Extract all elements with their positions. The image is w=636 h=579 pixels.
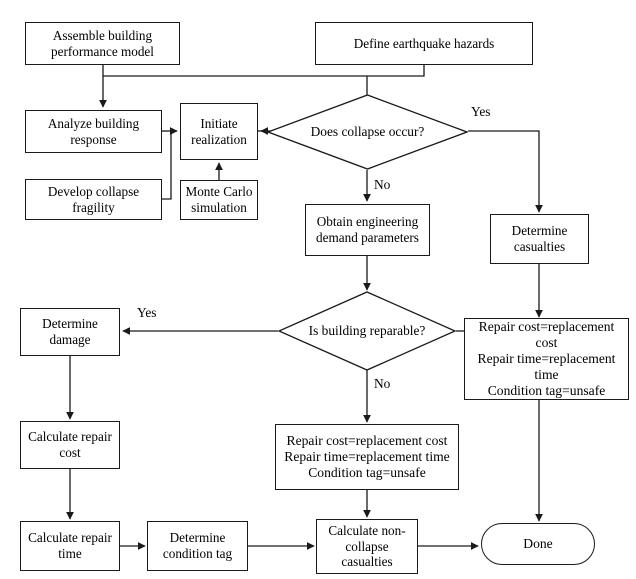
node-label: Assemble building performance model [51, 27, 154, 59]
node-calculate-noncollapse-casualties[interactable]: Calculate non- collapse casualties [316, 519, 418, 574]
node-label: Calculate repair cost [28, 429, 112, 460]
edge-label-collapse-yes: Yes [471, 104, 491, 119]
node-collapse-consequences[interactable]: Repair cost=replacement cost Repair time… [464, 318, 629, 400]
node-label: Calculate repair time [28, 530, 112, 561]
node-label: Monte Carlo simulation [185, 184, 253, 215]
edge-label-reparable-yes: Yes [137, 305, 157, 320]
node-obtain-engineering-demand-parameters[interactable]: Obtain engineering demand parameters [305, 204, 430, 256]
node-monte-carlo-simulation[interactable]: Monte Carlo simulation [180, 180, 258, 220]
node-done-terminal[interactable]: Done [481, 523, 595, 565]
node-label: Define earthquake hazards [353, 35, 495, 51]
node-label: Determine casualties [511, 223, 568, 254]
node-label: Initiate realization [191, 115, 247, 147]
node-label: Calculate non- collapse casualties [328, 523, 406, 570]
node-label: Done [523, 535, 553, 551]
node-label: Analyze building response [47, 115, 140, 147]
node-irreparable-consequences[interactable]: Repair cost=replacement cost Repair time… [275, 424, 459, 490]
node-is-building-reparable-decision[interactable]: Is building reparable? [278, 291, 456, 371]
node-develop-collapse-fragility[interactable]: Develop collapse fragility [25, 179, 162, 220]
node-determine-casualties[interactable]: Determine casualties [490, 214, 589, 264]
edge-label-reparable-no: No [374, 376, 391, 391]
edge-fragility-to-initiate [162, 131, 172, 200]
node-label: Obtain engineering demand parameters [316, 214, 419, 245]
node-initiate-realization[interactable]: Initiate realization [180, 103, 258, 160]
node-determine-condition-tag[interactable]: Determine condition tag [147, 521, 248, 571]
node-label: Determine damage [42, 316, 98, 347]
node-calculate-repair-cost[interactable]: Calculate repair cost [20, 421, 120, 469]
node-analyze-building-response[interactable]: Analyze building response [25, 110, 162, 153]
node-does-collapse-occur-decision[interactable]: Does collapse occur? [267, 94, 468, 170]
node-label: Is building reparable? [308, 323, 426, 338]
node-label: Repair cost=replacement cost Repair time… [284, 432, 450, 481]
edge-collapse-yes [468, 130, 543, 213]
node-label: Determine condition tag [162, 530, 233, 561]
node-assemble-building-performance-model[interactable]: Assemble building performance model [25, 22, 180, 65]
edge-assemble-hazards-join [103, 65, 425, 77]
node-calculate-repair-time[interactable]: Calculate repair time [20, 521, 120, 571]
node-determine-damage[interactable]: Determine damage [20, 308, 120, 356]
node-label: Repair cost=replacement cost Repair time… [477, 318, 616, 399]
edge-label-collapse-no: No [374, 177, 391, 192]
diamond-shape [267, 94, 468, 170]
node-label: Does collapse occur? [310, 124, 425, 139]
node-define-earthquake-hazards[interactable]: Define earthquake hazards [315, 22, 533, 65]
diamond-shape [278, 291, 456, 371]
node-label: Develop collapse fragility [47, 183, 140, 215]
